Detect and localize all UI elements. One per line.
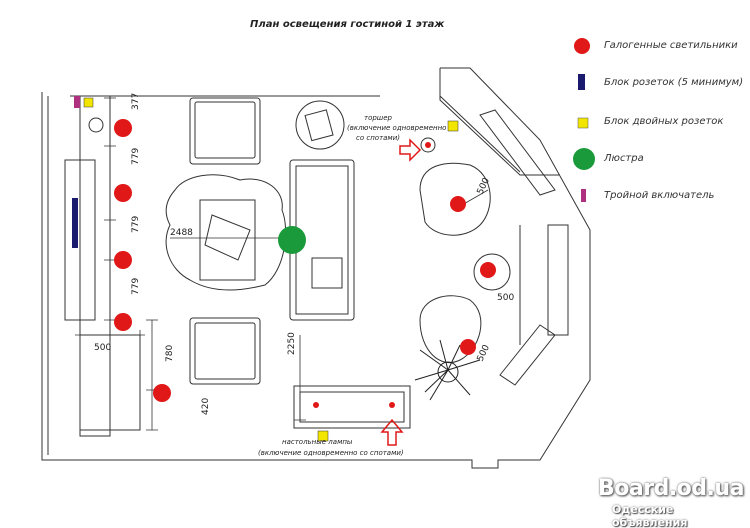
halogen-light	[114, 251, 132, 269]
window-right	[547, 224, 569, 336]
halogen-light	[480, 262, 496, 278]
watermark-site: Board.od.ua	[598, 476, 744, 501]
halogen-light	[460, 339, 476, 355]
dim-500-left: 500	[94, 343, 111, 353]
armchair-top	[189, 97, 261, 165]
legend-pink-switch	[581, 189, 586, 202]
dim-420: 420	[201, 398, 211, 415]
legend-green-dot	[573, 148, 595, 170]
double-socket	[447, 120, 459, 132]
dim-779a: 779	[131, 148, 141, 165]
legend-label: Блок розеток (5 минимум)	[604, 77, 744, 88]
table-lamps-note-2: (включение одновременно со спотами)	[258, 449, 404, 457]
window-top	[479, 109, 556, 196]
legend-label: Блок двойных розеток	[604, 116, 724, 127]
halogen-light	[114, 119, 132, 137]
double-socket	[317, 430, 329, 442]
dim-779b: 779	[131, 216, 141, 233]
armchair-bottom	[189, 317, 261, 385]
table-lamps-note-1: настольные лампы	[282, 438, 353, 446]
outer-wall	[41, 67, 591, 469]
floor-lamp-note-1: торшер	[364, 114, 393, 122]
right-chair-top	[419, 162, 491, 236]
table-lamp-dot	[389, 402, 395, 408]
legend-label: Люстра	[604, 153, 644, 164]
legend-yellow-square	[577, 117, 589, 129]
legend-blue-bar	[578, 74, 585, 90]
floor-lamp-note-3: со спотами)	[356, 134, 400, 142]
round-side-table	[295, 100, 345, 150]
dim-500-mid: 500	[497, 293, 514, 303]
small-table-right	[473, 253, 511, 291]
dim-2488: 2488	[170, 228, 193, 238]
legend-label: Тройной включатель	[604, 190, 715, 201]
coffee-table	[199, 199, 256, 281]
dim-779c: 779	[131, 278, 141, 295]
floor-lamp-note-2: (включение одновременно	[347, 124, 446, 132]
halogen-light	[114, 184, 132, 202]
window-bottom	[499, 324, 556, 386]
console-table	[293, 385, 411, 429]
legend-red-dot	[574, 38, 590, 54]
double-socket	[83, 97, 94, 108]
halogen-light	[153, 384, 171, 402]
dim-780: 780	[165, 345, 175, 362]
dim-2250: 2250	[287, 332, 297, 355]
halogen-light	[450, 196, 466, 212]
triple-switch	[74, 96, 80, 108]
watermark-caption: Одесские объявления	[612, 503, 688, 528]
right-chair-bottom	[419, 295, 482, 363]
arrow-right-icon	[399, 138, 422, 162]
dim-377: 377	[131, 93, 141, 110]
rug	[165, 174, 287, 291]
dim-500-low: 500	[476, 343, 492, 363]
legend-label: Галогенные светильники	[604, 40, 738, 51]
chandelier	[278, 226, 306, 254]
halogen-light	[114, 313, 132, 331]
halogen-lights	[114, 119, 496, 408]
arrow-up-icon	[380, 418, 404, 446]
plant-icon	[414, 339, 481, 401]
table-lamp-dot	[313, 402, 319, 408]
plan-title: План освещения гостиной 1 этаж	[250, 19, 445, 30]
floor-lamp-dot	[425, 142, 431, 148]
